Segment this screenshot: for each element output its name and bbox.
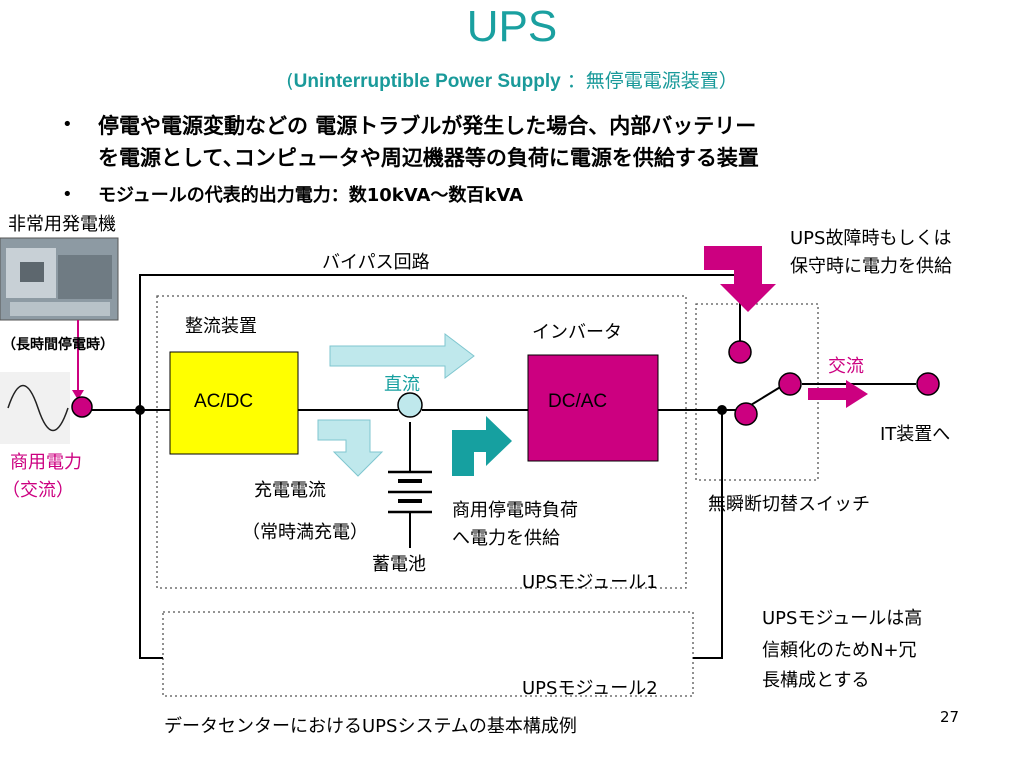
- subtitle-english: Uninterruptible Power Supply: [293, 71, 561, 92]
- output-terminal: [916, 372, 940, 396]
- battery-discharge-arrow: [452, 416, 512, 476]
- bullet-1-line-2: を電源として､コンピュータや周辺機器等の負荷に電源を供給する装置: [98, 146, 759, 170]
- dc-bus-node: [397, 392, 423, 418]
- redundancy-label-1: UPSモジュールは高: [762, 608, 923, 629]
- dcac-block: [527, 354, 659, 462]
- junction-dot: [717, 405, 727, 415]
- charge-arrow: [317, 419, 384, 477]
- charge-current-label: 充電電流: [254, 480, 326, 501]
- acdc-block: [169, 351, 299, 455]
- float-charge-label: （常時満充電）: [242, 522, 368, 543]
- subtitle-separator: ：: [566, 70, 586, 92]
- commercial-power-label: 商用電力: [10, 452, 82, 473]
- ups-fault-label-2: 保守時に電力を供給: [790, 256, 952, 277]
- ups-module-2-box: [162, 611, 694, 697]
- ups-fault-label-1: UPS故障時もしくは: [790, 228, 952, 249]
- battery-icon: [388, 470, 432, 514]
- bypass-supply-arrow: [704, 246, 776, 312]
- junction-dot: [135, 405, 145, 415]
- ac-label: 交流: [828, 356, 864, 377]
- sine-wave-icon: [0, 372, 70, 444]
- slide-subtitle: (Uninterruptible Power Supply ：無停電電源装置）: [286, 70, 738, 92]
- bullet-dot: •: [62, 184, 73, 205]
- dcac-label: DC/AC: [548, 391, 608, 412]
- slide-title: UPS: [466, 2, 558, 51]
- long-outage-label: （長時間停電時）: [2, 337, 114, 353]
- it-equipment-label: IT装置へ: [880, 424, 951, 445]
- diagram-caption: データセンターにおけるUPSシステムの基本構成例: [164, 716, 577, 737]
- generator-image: [0, 237, 119, 321]
- bullet-1-line-1: 停電や電源変動などの 電源トラブルが発生した場合、内部バッテリー: [98, 114, 757, 138]
- generator-label: 非常用発電機: [8, 214, 116, 235]
- bullet-dot: •: [62, 114, 73, 135]
- switch-terminal: [778, 372, 802, 396]
- ups-module-2-label: UPSモジュール2: [522, 678, 658, 699]
- dc-flow-arrow: [329, 332, 475, 380]
- redundancy-label-3: 長構成とする: [762, 670, 870, 691]
- commercial-ac-label: （交流）: [2, 480, 74, 501]
- inverter-terminal: [734, 402, 758, 426]
- generator-feed-arrowhead: [72, 390, 84, 400]
- redundancy-label-2: 信頼化のためN+冗: [762, 640, 917, 661]
- page-number: 27: [940, 708, 960, 726]
- rectifier-label: 整流装置: [185, 316, 257, 337]
- battery-label: 蓄電池: [372, 554, 426, 575]
- inverter-label: インバータ: [532, 322, 622, 343]
- outage-supply-label-1: 商用停電時負荷: [452, 500, 578, 521]
- dc-label: 直流: [384, 374, 420, 395]
- subtitle-japanese: 無停電電源装置: [585, 70, 719, 92]
- bypass-label: バイパス回路: [322, 252, 430, 273]
- input-terminal: [71, 396, 93, 418]
- static-switch-box: [695, 303, 819, 481]
- static-switch-label: 無瞬断切替スイッチ: [708, 494, 870, 515]
- ups-module-1-box: [156, 295, 687, 589]
- acdc-label: AC/DC: [194, 391, 254, 412]
- ac-output-arrow: [808, 380, 868, 408]
- bullet-2: モジュールの代表的出力電力：数10kVA～数百kVA: [98, 185, 524, 206]
- bypass-terminal: [728, 340, 752, 364]
- ups-module-1-label: UPSモジュール1: [522, 572, 658, 593]
- outage-supply-label-2: へ電力を供給: [452, 528, 560, 549]
